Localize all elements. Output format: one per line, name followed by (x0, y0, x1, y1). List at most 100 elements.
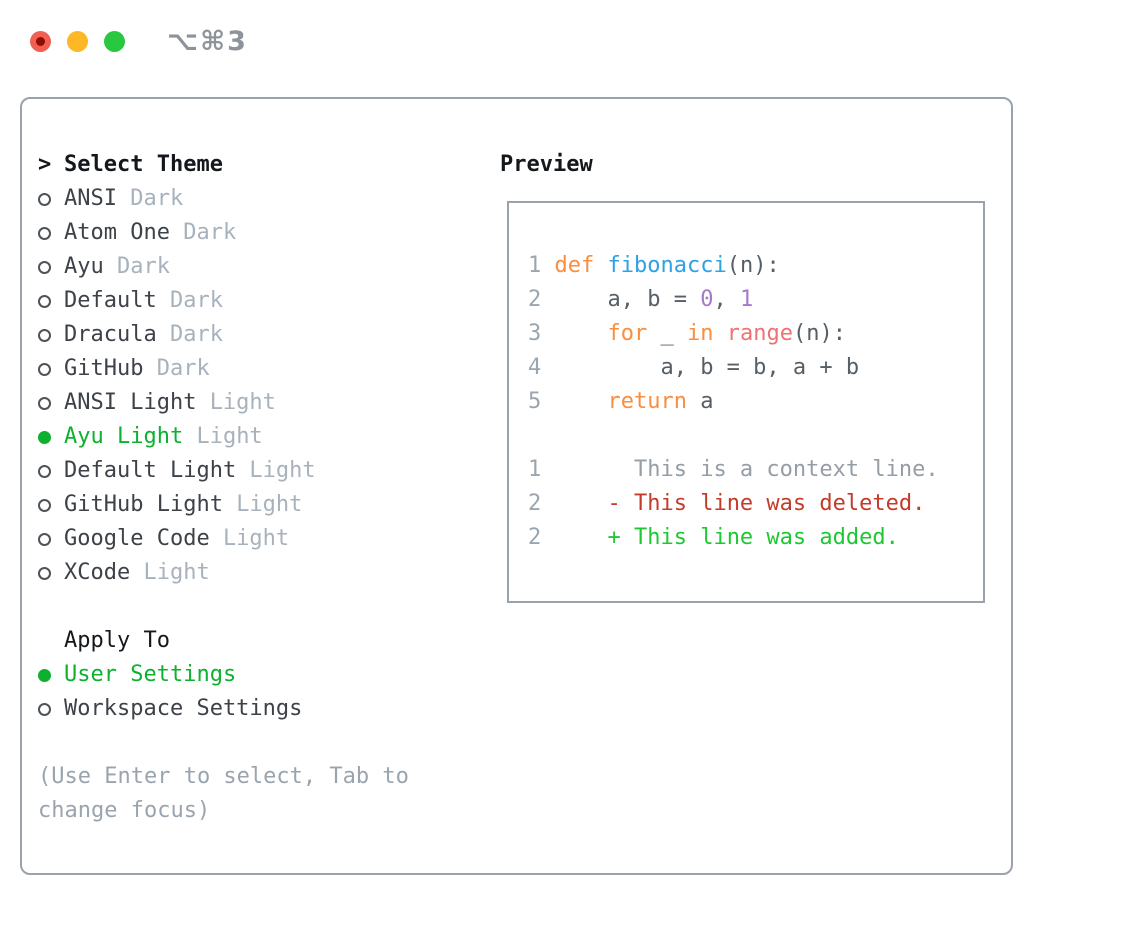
minimize-button[interactable] (67, 31, 88, 52)
option-variant-label: Light (222, 526, 290, 551)
apply-to-option[interactable]: Workspace Settings (38, 692, 430, 726)
radio-icon (38, 226, 51, 240)
titlebar: ⌥⌘3 (30, 26, 248, 57)
code-line: 1 This is a context line. (528, 453, 975, 487)
code-segment: (n): (792, 321, 846, 346)
radio-icon (38, 328, 51, 342)
apply-to-option[interactable]: User Settings (38, 658, 430, 692)
code-segment (555, 389, 608, 414)
code-segment: a, b = b, a + b (554, 355, 860, 380)
select-theme-header: > Select Theme (38, 148, 430, 182)
code-line: 4 a, b = b, a + b (528, 351, 975, 385)
code-segment: , (713, 287, 740, 312)
option-label: GitHub (64, 356, 144, 381)
code-segment (713, 321, 726, 346)
zoom-button[interactable] (104, 31, 125, 52)
code-segment: return (607, 389, 687, 414)
line-number: 5 (528, 389, 555, 414)
code-line: 2 - This line was deleted. (528, 487, 975, 521)
apply-to-header: Apply To (38, 624, 430, 658)
option-variant-label: Dark (183, 220, 237, 245)
option-variant-label: Dark (169, 288, 223, 313)
code-line: 2 a, b = 0, 1 (528, 283, 975, 317)
theme-option[interactable]: Default Light Light (38, 454, 430, 488)
theme-option[interactable]: ANSI Dark (38, 182, 430, 216)
code-segment: 1 (739, 287, 754, 312)
spacer (38, 726, 430, 760)
code-line (528, 419, 975, 453)
option-variant-label: Light (249, 458, 316, 483)
radio-icon (38, 498, 51, 512)
radio-icon (38, 396, 51, 410)
code-segment: + This line was added. (607, 525, 899, 550)
code-segment: def (554, 253, 608, 278)
code-segment: fibonacci (607, 253, 727, 278)
option-label: ANSI (64, 186, 117, 211)
radio-icon (38, 362, 51, 376)
option-variant-label: Dark (116, 254, 170, 279)
code-segment: in (686, 321, 714, 346)
theme-option[interactable]: XCode Light (38, 556, 430, 590)
close-button[interactable] (30, 31, 51, 52)
code-line: 2 + This line was added. (528, 521, 975, 555)
code-line: 5 return a (528, 385, 975, 419)
line-number: 2 (528, 525, 555, 550)
radio-icon (38, 192, 51, 206)
keyboard-hint: (Use Enter to select, Tab to change focu… (38, 764, 409, 823)
option-variant-label: Dark (156, 356, 210, 381)
theme-option[interactable]: Atom One Dark (38, 216, 430, 250)
option-variant-label: Light (196, 424, 263, 449)
code-segment: This is a context line. (554, 457, 939, 482)
option-variant-label: Light (143, 560, 210, 585)
option-label: Default Light (64, 458, 237, 483)
radio-selected-icon (38, 668, 51, 682)
window-title: ⌥⌘3 (167, 26, 248, 57)
line-number: 3 (528, 321, 555, 346)
theme-option[interactable]: Dracula Dark (38, 318, 430, 352)
theme-option[interactable]: ANSI Light Light (38, 386, 430, 420)
theme-option[interactable]: GitHub Dark (38, 352, 430, 386)
option-label: Atom One (64, 220, 170, 245)
close-dot-icon (36, 37, 45, 46)
code-segment: 0 (700, 287, 714, 312)
option-label: User Settings (64, 662, 237, 687)
radio-icon (38, 294, 51, 308)
option-variant-label: Light (236, 492, 303, 517)
apply-to-title: Apply To (64, 628, 170, 653)
option-variant-label: Dark (130, 186, 184, 211)
option-variant-label: Light (209, 390, 276, 415)
theme-option[interactable]: Google Code Light (38, 522, 430, 556)
spacer (38, 590, 430, 624)
line-number: 1 (528, 457, 555, 482)
code-segment (555, 321, 608, 346)
option-label: XCode (64, 560, 131, 585)
code-segment (555, 491, 608, 516)
line-number: 4 (528, 355, 555, 380)
code-segment: _ (647, 321, 687, 346)
code-segment: a, b = (554, 287, 701, 312)
line-number: 1 (528, 253, 555, 278)
option-label: GitHub Light (64, 492, 223, 517)
code-segment (555, 525, 608, 550)
preview-title: Preview (500, 152, 593, 177)
theme-option[interactable]: GitHub Light Light (38, 488, 430, 522)
code-segment: range (726, 321, 793, 346)
option-label: Dracula (64, 322, 157, 347)
radio-icon (38, 702, 51, 716)
option-label: Google Code (64, 526, 210, 551)
line-number: 2 (528, 287, 555, 312)
code-line: 1 def fibonacci(n): (528, 249, 975, 283)
select-theme-title: Select Theme (64, 152, 223, 177)
code-segment: a (686, 389, 714, 414)
option-label: ANSI Light (64, 390, 197, 415)
option-variant-label: Dark (169, 322, 223, 347)
